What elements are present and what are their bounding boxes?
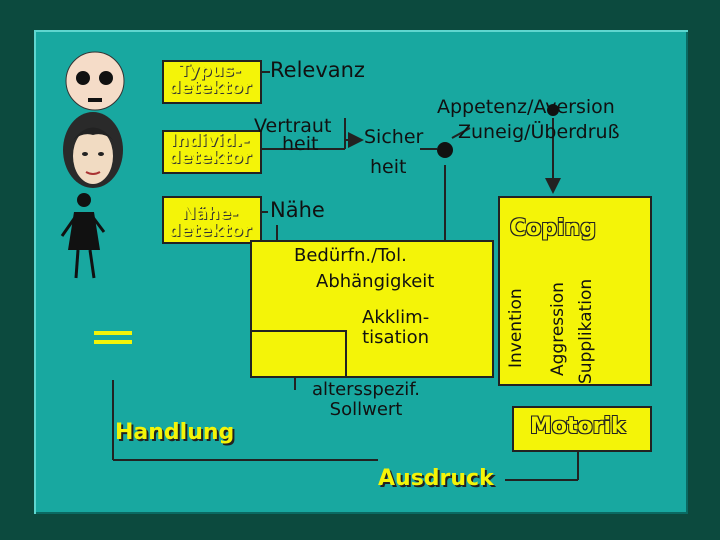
simple-face-icon — [65, 51, 125, 111]
junction-node — [437, 142, 453, 158]
handlung-label: Handlung — [115, 420, 235, 445]
beduerfn-label: Bedürfn./Tol. — [294, 245, 407, 266]
individ-detector-label: Individ.- detektor — [168, 131, 252, 168]
akklimtisation-label: Akklim- tisation — [362, 307, 430, 348]
invention-label: Invention — [506, 288, 526, 368]
aggression-label: Aggression — [548, 282, 568, 376]
vertraut-label: Vertraut — [254, 115, 332, 137]
inner-box — [250, 330, 347, 378]
coping-label: Coping — [510, 216, 596, 241]
person-figure-icon — [60, 193, 106, 279]
naehe-label: Nähe — [270, 198, 325, 222]
naehe-detector-label: Nähe- detektor — [168, 204, 252, 241]
motorik-box — [512, 406, 652, 452]
coping-box — [498, 196, 652, 386]
typus-detector-label: Typus- detektor — [168, 61, 252, 98]
vertrautheit-suffix-label: heit — [282, 133, 319, 155]
junction-node-small — [547, 104, 559, 116]
appetenz-label: Appetenz/Aversion — [437, 96, 615, 118]
ausdruck-label: Ausdruck — [378, 466, 494, 491]
individ-detector-box — [162, 130, 262, 174]
altersspezif-sollwert-label: altersspezif. Sollwert — [312, 379, 421, 420]
zuneig-label: Zuneig/Überdruß — [458, 121, 620, 143]
abhaengigkeit-label: Abhängigkeit — [316, 271, 435, 292]
sicher-label: Sicher — [364, 126, 424, 148]
naehe-detector-box — [162, 196, 262, 244]
sicherheit-suffix-label: heit — [370, 156, 407, 178]
typus-detector-box — [162, 60, 262, 104]
portrait-face-icon — [63, 112, 123, 188]
supplikation-label: Supplikation — [576, 278, 596, 384]
motorik-label: Motorik — [530, 414, 626, 439]
relevanz-label: Relevanz — [270, 58, 365, 82]
